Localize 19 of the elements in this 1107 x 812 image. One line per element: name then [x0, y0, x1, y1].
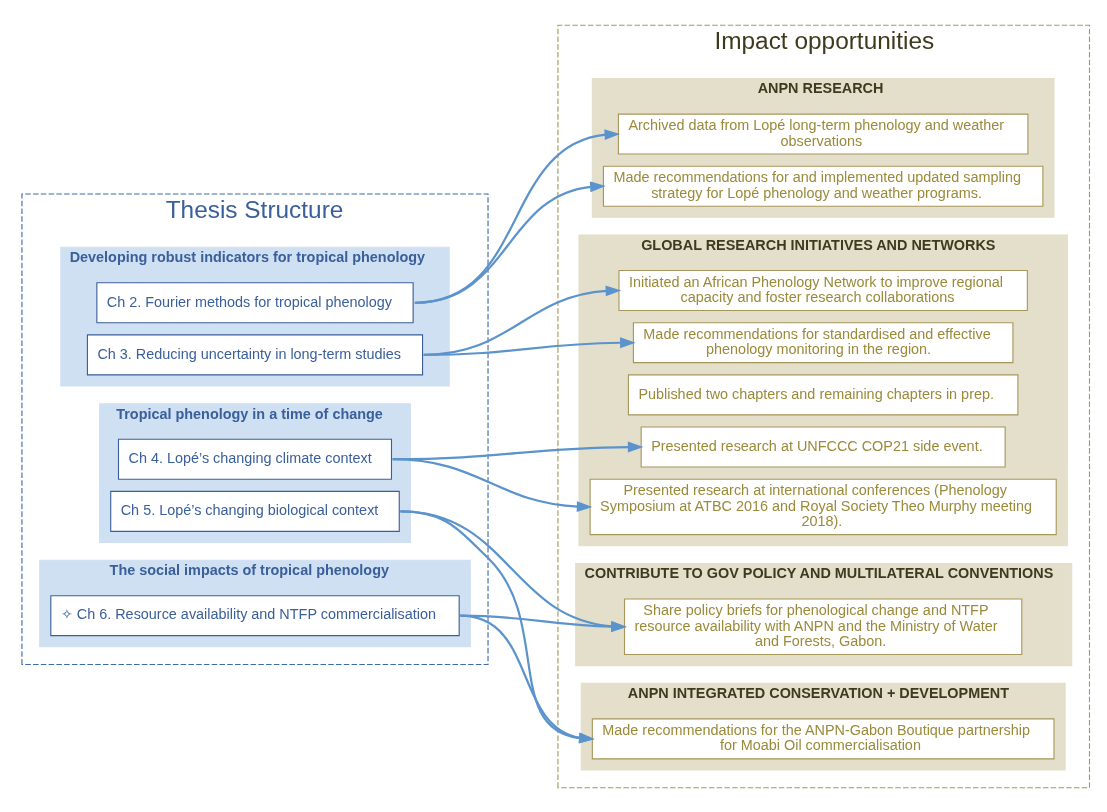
node-box: Ch 2. Fourier methods for tropical phenology	[96, 281, 414, 323]
arrow	[423, 284, 622, 356]
node-box: Presented research at UNFCCC COP21 side event.	[640, 425, 1006, 468]
node-box: Ch 3. Reducing uncertainty in long-term studies	[86, 333, 424, 375]
arrow	[392, 457, 593, 512]
node-box: Made recommendations for and implemented updated sampling strategy for Lopé phenology and weather programs.	[602, 165, 1044, 207]
node-box: ✧ Ch 6. Resource availability and NTFP commercialisation	[50, 594, 460, 636]
arrow	[414, 128, 621, 304]
node-box: Initiated an African Phenology Network to improve regional capacity and foster research collaborations	[618, 269, 1028, 311]
node-box: Ch 4. Lopé’s changing climate context	[117, 438, 393, 480]
node-box: Made recommendations for the ANPN-Gabon Boutique partnership for Moabi Oil commercialisation	[591, 717, 1055, 759]
node-box: Made recommendations for standardised and effective phenology monitoring in the region.	[632, 321, 1014, 363]
arrow	[423, 336, 636, 356]
node-box: Share policy briefs for phenological change and NTFP resource availability with ANPN and the Ministry of Water and Forests, Gabon.	[623, 597, 1023, 655]
node-box: Ch 5. Lopé’s changing biological context	[110, 490, 400, 532]
node-box: Presented research at international conferences (Phenology Symposium at ATBC 2016 and Royal Society Theo Murphy meeting 2018).	[589, 478, 1057, 535]
node-box: Published two chapters and remaining chapters in prep.	[627, 373, 1019, 415]
node-box: Archived data from Lopé long-term phenology and weather observations	[617, 113, 1029, 155]
arrow	[414, 180, 606, 304]
